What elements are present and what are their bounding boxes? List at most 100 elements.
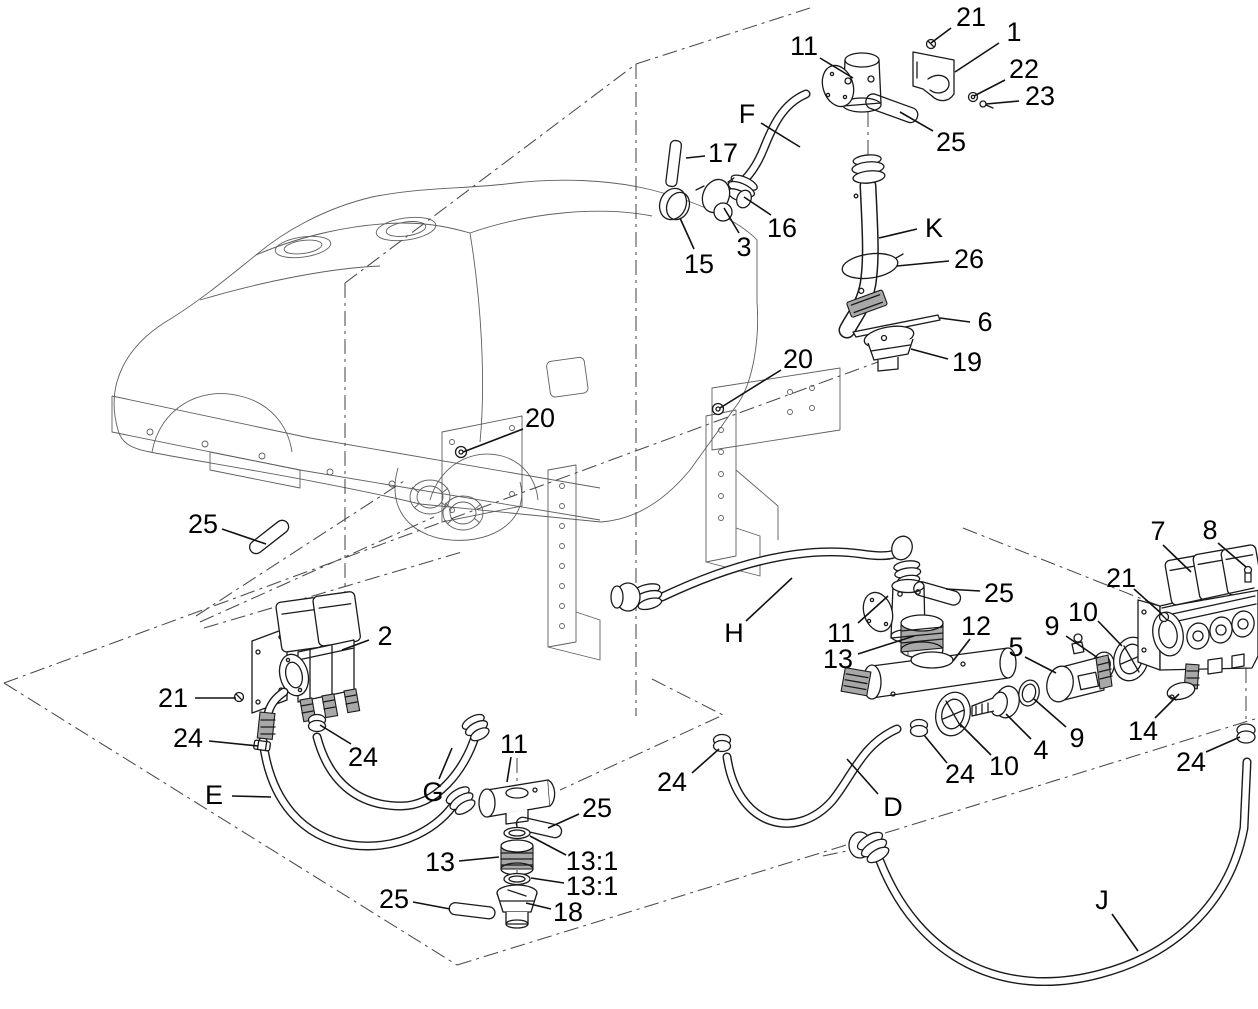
clamp-26 [841,252,899,280]
callout-13:1: 13:1 [566,871,619,901]
strainer-13-middle [900,614,944,659]
screw-8 [1243,565,1253,583]
callout-22: 22 [1009,54,1039,84]
manifold-barbs [299,688,361,723]
leader-line-18 [525,902,552,910]
leader-line-12 [952,638,971,662]
leader-line-25 [899,111,934,132]
hairpin-clip-25-spare [248,519,290,555]
callout-7: 7 [1150,516,1165,546]
middle-valve-group [840,578,1017,700]
callout-21: 21 [158,683,188,713]
callout-G: G [422,777,443,807]
leader-line-19 [910,348,949,360]
clamp-24-d-left [712,733,732,753]
clamp-24-g [307,713,327,733]
grommet-20-right [711,402,725,416]
leader-line-24 [1205,736,1241,753]
callout-E: E [205,780,223,810]
callout-11: 11 [500,729,528,759]
tank-chassis-phantom [111,179,841,661]
tube-k-group [841,154,941,372]
callout-24: 24 [657,767,687,797]
cap-19 [863,325,915,372]
callout-13:1: 13:1 [566,846,619,876]
callout-25: 25 [984,578,1014,608]
leader-line-24 [691,748,720,774]
callout-21: 21 [956,2,986,32]
callout-26: 26 [954,244,984,274]
clamp-24-j [1236,723,1256,744]
leader-line-24 [208,740,259,747]
callout-25: 25 [379,884,409,914]
hairpin-clip-25-bottom [448,902,496,920]
callout-23: 23 [1025,81,1055,111]
callout-19: 19 [952,347,982,377]
leader-line-25 [945,588,981,592]
leader-line-26 [896,260,950,267]
leader-line-6 [939,317,971,323]
pump-assembly [1137,544,1258,744]
leader-line-20 [462,428,524,453]
band-clamp [846,287,888,318]
callout-4: 4 [1033,735,1048,765]
callout-15: 15 [684,249,714,279]
callout-11: 11 [827,618,855,648]
leader-line-25 [221,528,267,545]
callout-13: 13 [425,847,455,877]
tee-12-barb [840,666,872,697]
callout-17: 17 [708,138,738,168]
leader-line-22 [973,79,1006,97]
callout-10: 10 [1068,597,1098,627]
leader-line-E [231,795,272,798]
callout-11: 11 [790,31,818,61]
leader-line-24 [319,724,352,745]
callout-F: F [739,99,756,129]
callout-25: 25 [936,127,966,157]
tee-12 [840,647,1017,700]
clamp-14 [1166,681,1196,701]
cut-plane-lines [3,7,1258,966]
callout-24: 24 [1176,747,1206,777]
valve-5-vent [1071,633,1085,655]
bottom-tee-group [448,779,563,929]
leader-line-4 [1005,713,1032,740]
leader-line-D [846,758,879,795]
valve-5 [1046,633,1113,703]
hose-d [722,724,902,828]
leader-line-13 [458,856,500,862]
cap-15 [658,187,688,221]
leader-line-F [760,122,801,148]
leader-line-13:1 [530,877,565,884]
leader-line-16 [743,196,772,216]
hose-j-elbow [848,831,890,864]
callout-25: 25 [188,509,218,539]
leader-line-15 [679,217,695,250]
left-manifold-group [233,591,490,815]
leader-line-25 [547,813,580,829]
fitting-24 [253,739,272,752]
strainer-13-bottom [500,839,534,876]
leader-line-8 [1217,542,1247,568]
leader-line-K [878,228,918,239]
hose-j [875,757,1252,986]
exploded-chain [712,633,1149,753]
callout-J: J [1095,885,1109,915]
callout-9: 9 [1069,723,1084,753]
grommet-20-left [454,445,468,459]
leader-line-11 [506,756,512,783]
leader-line-24 [923,734,948,764]
elbow-barb [256,711,276,741]
callout-25: 25 [582,793,612,823]
callout-6: 6 [977,307,992,337]
hoses [258,89,1252,986]
handle-17 [665,139,683,188]
leader-line-2 [341,639,370,651]
callout-20: 20 [525,403,555,433]
callout-24: 24 [173,723,203,753]
leader-line-10 [959,723,992,756]
leader-line-1 [954,42,1000,73]
